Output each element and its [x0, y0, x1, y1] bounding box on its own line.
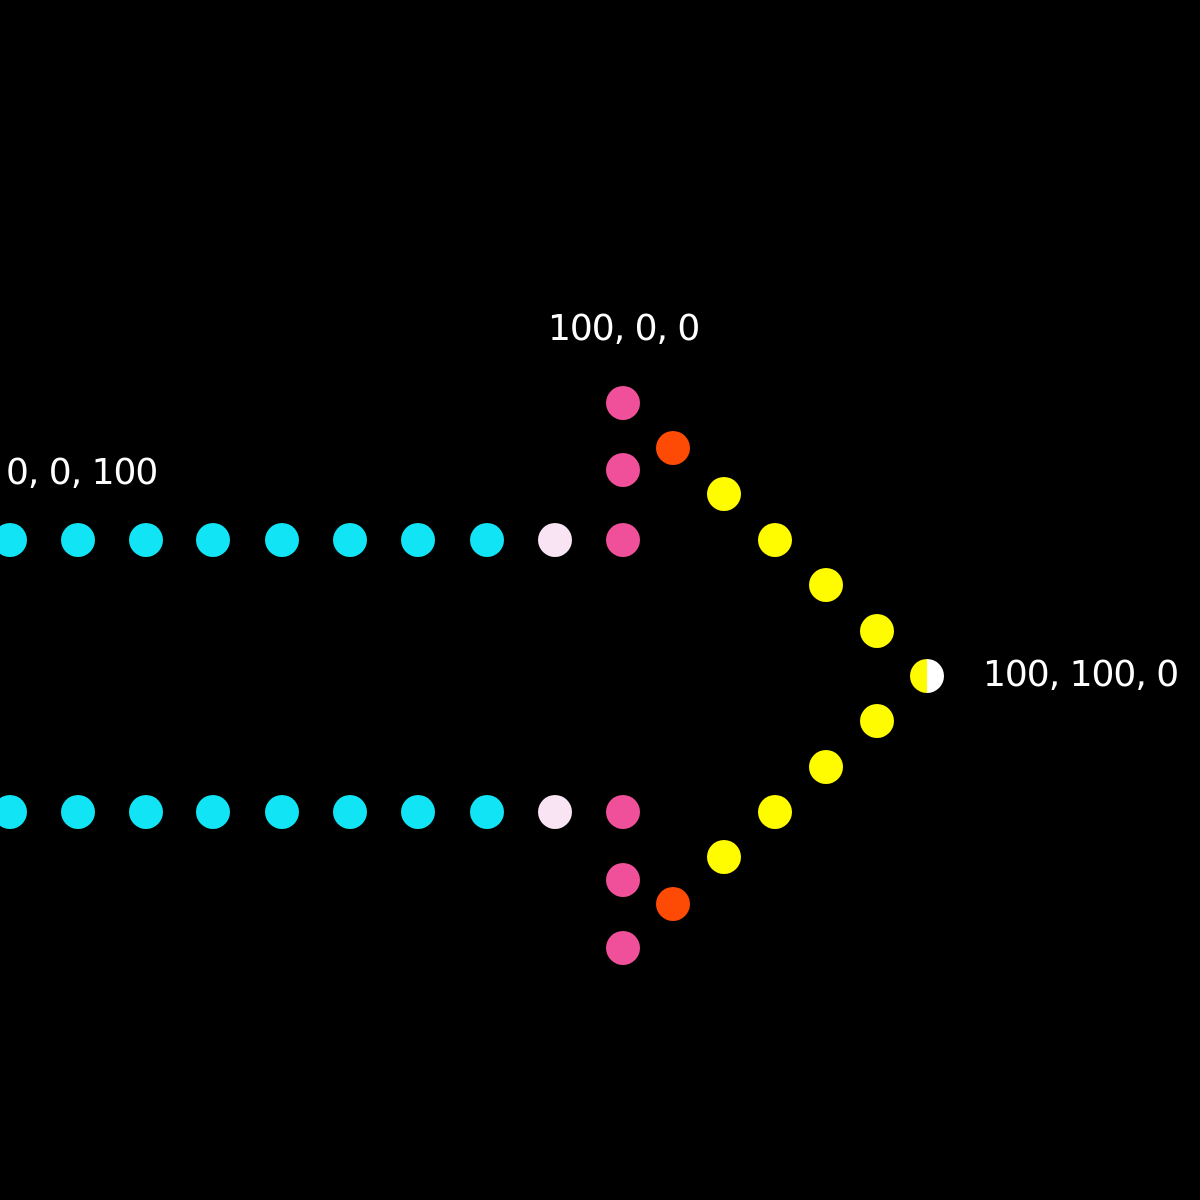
dot-layer [0, 386, 944, 965]
bottom-fork-pink-dot-1 [606, 795, 640, 829]
top-row-cyan-dot-4 [196, 523, 230, 557]
bottom-row-cyan-dot-3 [129, 795, 163, 829]
top-fork-orange-dot [656, 431, 690, 465]
bottom-row-cyan-dot-5 [265, 795, 299, 829]
top-row-cyan-dot-6 [333, 523, 367, 557]
top-row-cyan-dot-1 [0, 523, 27, 557]
arrow-tip-label: 100, 100, 0 [983, 654, 1178, 695]
upper-arrowhead-yellow-dot-1 [707, 477, 741, 511]
lower-arrowhead-yellow-dot-1 [860, 704, 894, 738]
bottom-row-cyan-dot-7 [401, 795, 435, 829]
upper-arrowhead-yellow-dot-3 [809, 568, 843, 602]
bottom-row-cyan-dot-1 [0, 795, 27, 829]
bottom-row-transition-dot [538, 795, 572, 829]
top-fork-pink-dot-2 [606, 453, 640, 487]
lower-arrowhead-yellow-dot-4 [707, 840, 741, 874]
bottom-fork-pink-dot-3 [606, 931, 640, 965]
bottom-row-cyan-dot-4 [196, 795, 230, 829]
top-row-transition-dot [538, 523, 572, 557]
bottom-row-cyan-dot-6 [333, 795, 367, 829]
top-row-cyan-dot-2 [61, 523, 95, 557]
left-start-label: 0, 0, 100 [6, 452, 157, 493]
bottom-row-cyan-dot-2 [61, 795, 95, 829]
upper-arrowhead-yellow-dot-2 [758, 523, 792, 557]
bottom-fork-pink-dot-2 [606, 863, 640, 897]
lower-arrowhead-yellow-dot-3 [758, 795, 792, 829]
top-row-cyan-dot-3 [129, 523, 163, 557]
top-row-cyan-dot-7 [401, 523, 435, 557]
lower-arrowhead-yellow-dot-2 [809, 750, 843, 784]
arrow-tip-dot [910, 659, 944, 693]
top-row-cyan-dot-8 [470, 523, 504, 557]
top-fork-pink-dot-1 [606, 386, 640, 420]
top-fork-pink-dot-3 [606, 523, 640, 557]
top-row-cyan-dot-5 [265, 523, 299, 557]
upper-arrowhead-yellow-dot-4 [860, 614, 894, 648]
top-fork-label: 100, 0, 0 [548, 308, 699, 349]
bottom-row-cyan-dot-8 [470, 795, 504, 829]
bottom-fork-orange-dot [656, 887, 690, 921]
